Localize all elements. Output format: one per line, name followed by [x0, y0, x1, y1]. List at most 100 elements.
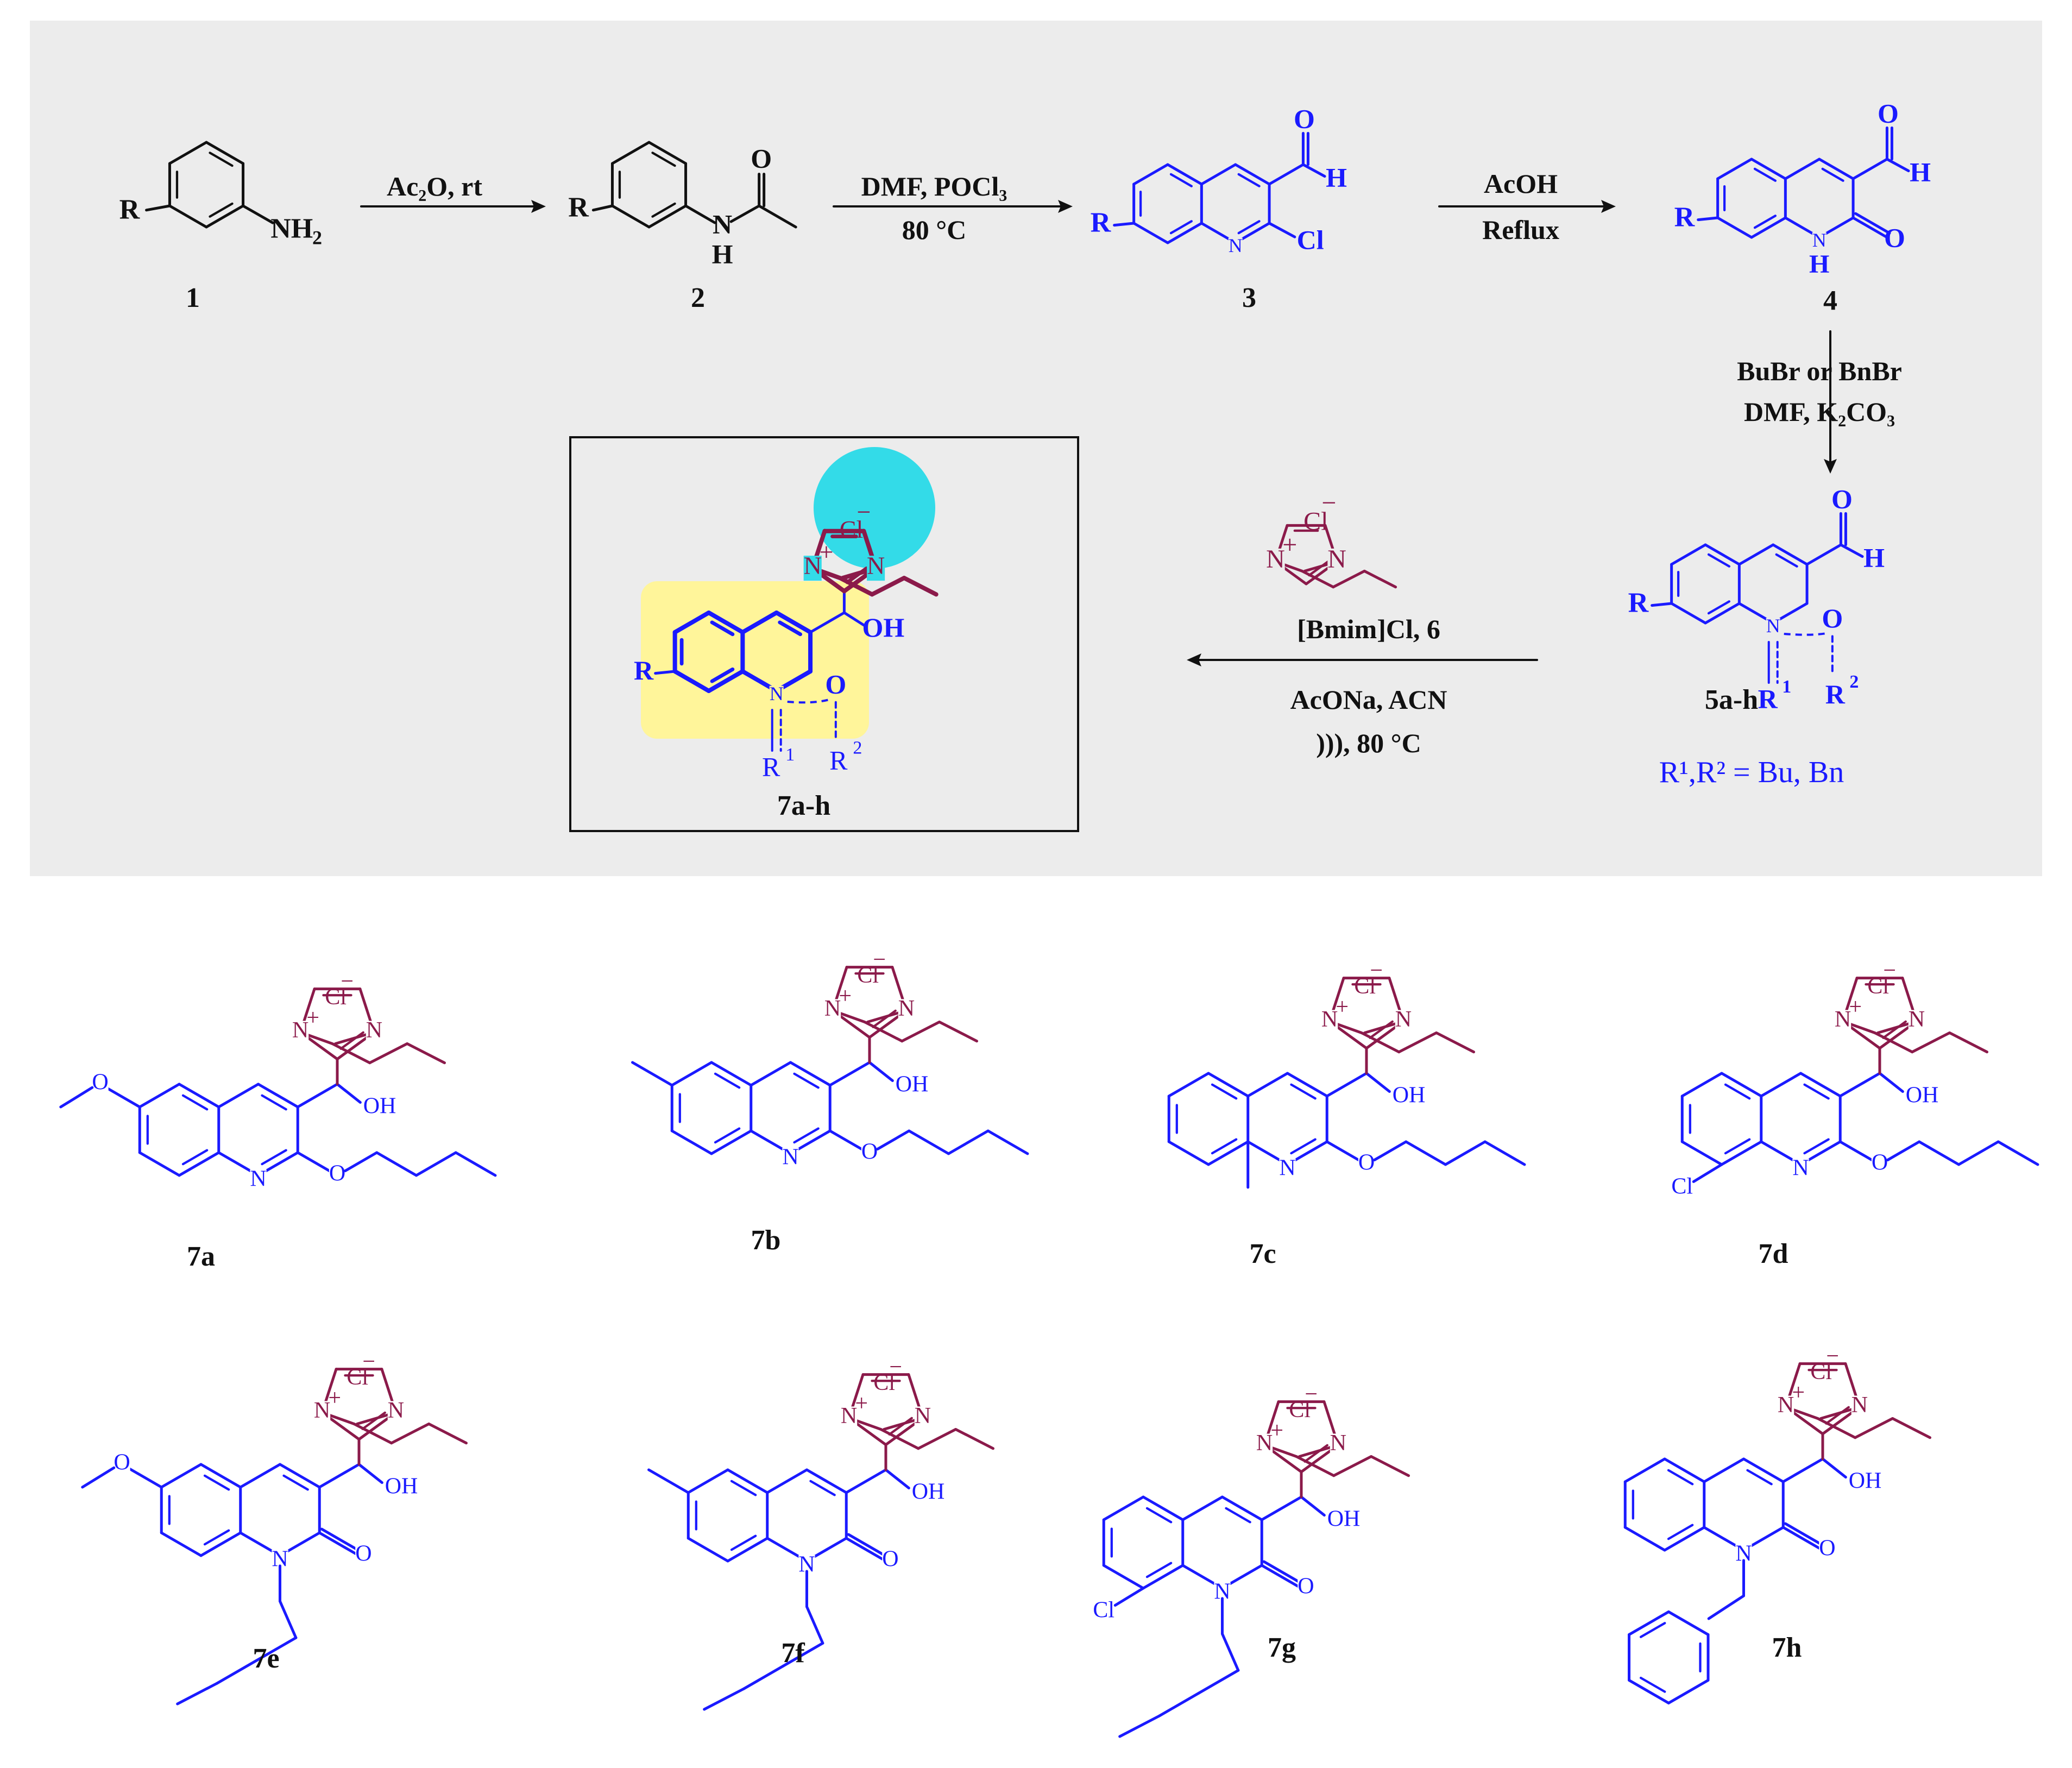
- r-definition: R¹,R² = Bu, Bn: [1659, 756, 1844, 789]
- r1-label: R: [762, 751, 780, 782]
- plus-charge: +: [820, 538, 834, 565]
- butyl-bond: [805, 1605, 824, 1645]
- butyl-bond: [331, 1042, 371, 1065]
- imidazole-n3-label: N: [1778, 1393, 1794, 1418]
- chloride-label: Cl: [857, 963, 879, 988]
- minus-charge: −: [857, 498, 871, 526]
- label-7box: 7a-h: [777, 790, 830, 821]
- aromatic-bond: [651, 152, 676, 167]
- hydroxyl-label: OH: [1393, 1083, 1426, 1108]
- butyl-bond: [876, 1129, 911, 1151]
- imidazole-n1-label-bg: [387, 1401, 405, 1424]
- ring-bond: [647, 204, 688, 229]
- ring-bond: [1246, 1072, 1289, 1098]
- aromatic-bond: [1211, 1083, 1238, 1100]
- ring-bond: [610, 204, 651, 229]
- imidazole-n3-label: N: [841, 1404, 857, 1429]
- r-group-label: R: [568, 192, 589, 223]
- r-group-label: R: [634, 655, 654, 685]
- ring-bond: [1750, 158, 1787, 180]
- chloride-label: Cl: [347, 1365, 368, 1390]
- ring-bond: [1680, 1072, 1723, 1098]
- ring-bond: [1737, 543, 1775, 566]
- ring-bond: [1234, 163, 1271, 186]
- plus-charge: +: [306, 1005, 319, 1030]
- aromatic-bond: [714, 1127, 741, 1144]
- methoxy-oxygen-label: O: [114, 1450, 130, 1475]
- cond-step1: Ac₂O, rt: [387, 171, 482, 202]
- aromatic-bond: [710, 620, 735, 637]
- methoxy-bond: [81, 1466, 116, 1489]
- carbonyl-oxygen-label: O: [1819, 1536, 1835, 1561]
- imidazole-n1-label: N: [1330, 1431, 1346, 1456]
- plus-charge: +: [1792, 1380, 1805, 1405]
- aromatic-bond: [1803, 1083, 1830, 1100]
- ring-bond: [1680, 1140, 1723, 1166]
- butyl-bond: [454, 1151, 497, 1177]
- nitrogen-label: N: [250, 1167, 266, 1192]
- minus-charge: −: [1305, 1382, 1318, 1407]
- chlorine-label: Cl: [1093, 1598, 1114, 1623]
- ring-bond: [670, 1129, 713, 1155]
- aromatic-bond: [1639, 1622, 1666, 1638]
- aromatic-bond: [1746, 1469, 1773, 1486]
- ring-bond: [1167, 1072, 1210, 1098]
- imidazole-n1-label-bg: [1395, 1010, 1412, 1033]
- aromatic-bond: [339, 1031, 364, 1050]
- aromatic-bond: [1803, 1138, 1830, 1155]
- butyl-bond: [1360, 1031, 1401, 1054]
- imidazole-n1-label: N: [388, 1398, 404, 1423]
- ring-bond: [1220, 1495, 1263, 1521]
- butyl-bond: [1363, 569, 1397, 589]
- oh-bond: [1878, 1072, 1904, 1093]
- butyl-bond: [406, 1042, 446, 1065]
- ring-bond: [1181, 1495, 1224, 1521]
- ring-bond: [1720, 1072, 1763, 1098]
- ring-bond: [1760, 1072, 1802, 1098]
- ring-bond: [687, 1537, 729, 1563]
- nitrogen-label-bg: [1812, 232, 1827, 252]
- ring-bond: [1704, 602, 1741, 625]
- cond-step4-b: DMF, K₂CO₃: [1744, 397, 1895, 427]
- imidazole-n1-label-bg: [867, 556, 885, 581]
- nitrogen-label-bg: [1792, 1159, 1809, 1182]
- cond-step5-c: ))), 80 °C: [1316, 728, 1421, 758]
- imidazole-n1-label: N: [1909, 1007, 1925, 1032]
- minus-charge: −: [1370, 958, 1383, 983]
- aldehyde-bond: [1805, 543, 1842, 566]
- ring-bond: [1704, 543, 1741, 566]
- aromatic-bond: [809, 1480, 836, 1496]
- aromatic-bond: [730, 1534, 757, 1551]
- imidazole-n1-label: N: [867, 552, 885, 580]
- minus-charge: −: [889, 1355, 902, 1380]
- butyl-bond: [1891, 1417, 1932, 1439]
- double-bond: [1781, 1526, 1824, 1552]
- nitrogen-label-bg: [250, 1169, 267, 1193]
- aromatic-bond: [778, 620, 803, 637]
- imidazole-n3-label-bg: [292, 1021, 309, 1044]
- aromatic-bond: [1237, 220, 1261, 235]
- imidazole-n3-label-bg: [1256, 1433, 1273, 1457]
- methoxy-bond: [59, 1086, 94, 1109]
- product-label-7a: 7a: [187, 1241, 215, 1272]
- methoxy-oxygen-label-bg: [92, 1073, 109, 1096]
- aromatic-bond: [793, 1127, 820, 1144]
- chloro-bond: [1268, 222, 1296, 238]
- butyl-bond: [255, 1636, 298, 1662]
- aromatic-bond: [1369, 1020, 1394, 1039]
- minus-charge: −: [1321, 489, 1336, 518]
- hydroxyl-label: OH: [363, 1094, 396, 1119]
- aromatic-bond: [793, 1072, 820, 1089]
- imidazole-n1-label: N: [366, 1018, 382, 1043]
- aromatic-bond: [714, 1072, 741, 1089]
- aldehyde-bond: [1839, 543, 1864, 558]
- butyl-bond: [1957, 1140, 2000, 1166]
- ring-bond: [1716, 216, 1753, 239]
- aromatic-bond: [1303, 1444, 1328, 1463]
- ether-oxygen-label-bg: [329, 1164, 346, 1187]
- ring-bond: [178, 1083, 221, 1109]
- butyl-bond: [908, 1129, 950, 1155]
- aldehyde-o-label: O: [1831, 483, 1853, 514]
- ring-bond: [205, 204, 245, 229]
- r-bond: [1697, 216, 1720, 222]
